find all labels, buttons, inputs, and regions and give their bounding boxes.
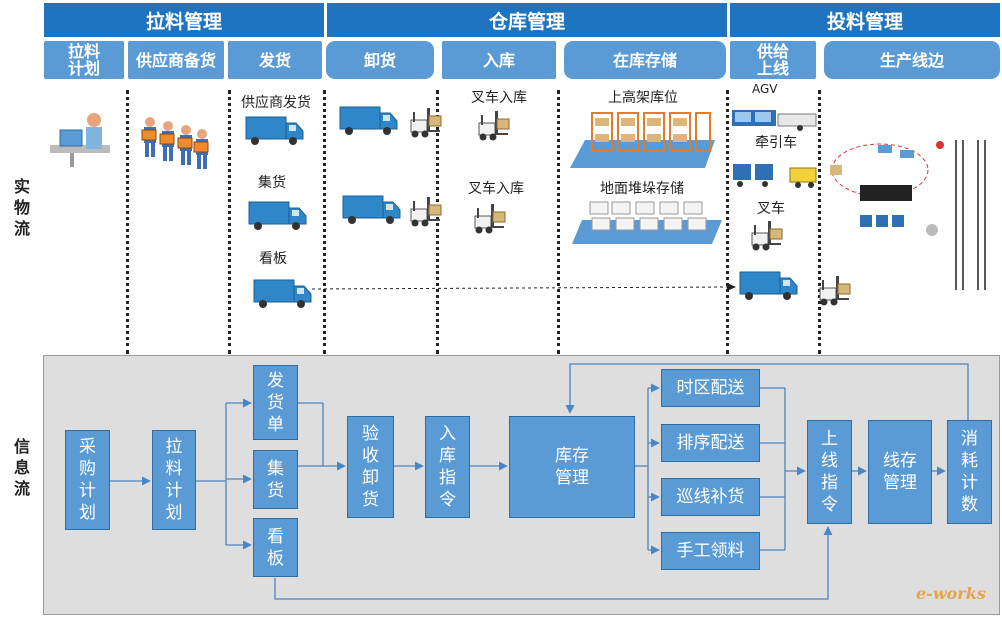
line-side-layout-icon xyxy=(830,141,944,236)
stage-unload: 卸货 xyxy=(326,41,434,79)
production-line-icon xyxy=(955,140,986,290)
header-pull-management: 拉料管理 xyxy=(44,3,324,37)
label-tractor: 牵引车 xyxy=(755,135,797,151)
agv-icon xyxy=(732,110,817,131)
high-rack-icon xyxy=(570,112,715,168)
separator-3 xyxy=(323,90,326,354)
planner-icon xyxy=(50,113,110,167)
stage-inbound: 入库 xyxy=(442,41,556,79)
tractor-icon xyxy=(733,164,817,188)
label-agv: AGV xyxy=(752,82,778,96)
box-pull-plan: 拉料计划 xyxy=(152,430,196,530)
stage-supplier-stock: 供应商备货 xyxy=(128,41,224,79)
separator-7 xyxy=(818,90,821,354)
box-receive-unload: 验收卸货 xyxy=(347,416,394,518)
label-kanban: 看板 xyxy=(259,251,287,267)
stage-line-side: 生产线边 xyxy=(824,41,1000,79)
box-purchase-plan: 采购计划 xyxy=(65,430,110,530)
box-manual-pick: 手工领料 xyxy=(661,532,760,570)
label-forklift: 叉车 xyxy=(757,201,785,217)
floor-stack-icon xyxy=(572,201,722,244)
label-high-rack: 上高架库位 xyxy=(608,90,678,106)
box-sequence-delivery: 排序配送 xyxy=(661,424,760,462)
separator-1 xyxy=(126,90,129,354)
stage-shipping: 发货 xyxy=(228,41,322,79)
label-supplier-ship: 供应商发货 xyxy=(241,95,311,111)
info-flow-label: 信息流 xyxy=(14,437,31,498)
box-patrol-replenish: 巡线补货 xyxy=(661,478,760,516)
separator-6 xyxy=(726,90,729,354)
stage-in-stock: 在库存储 xyxy=(564,41,726,79)
kanban-flow-arrow xyxy=(311,283,736,291)
stage-pull-plan: 拉料计划 xyxy=(44,41,124,79)
stage-supply-line: 供给上线 xyxy=(730,41,816,79)
box-online-cmd: 上线指令 xyxy=(807,420,852,524)
box-consolidate: 集货 xyxy=(253,450,298,509)
box-ship-note: 发货单 xyxy=(253,365,298,440)
header-feeding-management: 投料管理 xyxy=(730,3,1000,37)
separator-5 xyxy=(557,90,560,354)
box-inventory-mgmt: 库存管理 xyxy=(509,416,635,518)
watermark-logo: e-works xyxy=(916,584,986,603)
label-forklift-in-1: 叉车入库 xyxy=(471,90,527,106)
physical-flow-label: 实物流 xyxy=(14,177,31,238)
separator-2 xyxy=(228,90,231,354)
label-forklift-in-2: 叉车入库 xyxy=(468,181,524,197)
separator-4 xyxy=(436,90,439,354)
box-kanban: 看板 xyxy=(253,518,298,577)
header-warehouse-management: 仓库管理 xyxy=(327,3,727,37)
label-consolidate: 集货 xyxy=(258,175,286,191)
label-floor-stack: 地面堆垛存储 xyxy=(600,181,684,197)
box-line-stock-mgmt: 线存管理 xyxy=(868,420,932,524)
box-inbound-cmd: 入库指令 xyxy=(425,416,470,518)
box-consumption-count: 消耗计数 xyxy=(947,420,992,524)
box-time-zone-delivery: 时区配送 xyxy=(661,369,760,407)
